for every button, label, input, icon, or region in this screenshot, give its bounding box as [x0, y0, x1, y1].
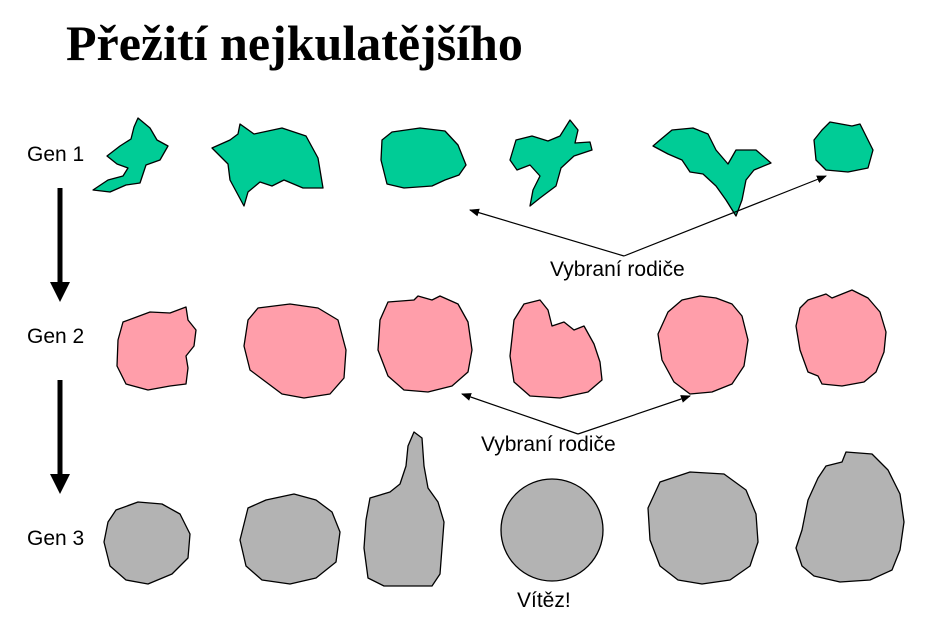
gen-3-label: Gen 3 [27, 527, 85, 550]
gen-1-shape-4 [509, 119, 593, 207]
gen-2-shape-3 [377, 295, 473, 393]
selection-arrow-gen-1-left [469, 208, 625, 257]
gen-1-shapes [92, 117, 874, 217]
gen-2-label: Gen 2 [27, 325, 85, 348]
winner-caption: Vítěz! [517, 589, 571, 612]
gen-2-shape-2 [243, 303, 347, 399]
gen-2-shape-5 [657, 295, 749, 395]
gen-1-shape-1 [92, 117, 169, 193]
gen-3-shapes [103, 431, 905, 587]
slide-title: Přežití nejkulatějšího [66, 15, 523, 71]
selection-arrow-gen-2-left [461, 393, 579, 435]
gen-2-shapes [116, 289, 887, 399]
gen-2-shape-1 [116, 306, 197, 391]
gen-3-shape-5 [647, 471, 759, 585]
gen-1-shape-2 [211, 123, 324, 207]
selection-arrow-gen-2-right [577, 395, 691, 435]
gen-3-shape-winner-circle [500, 478, 604, 582]
gen-2-shape-6 [795, 289, 887, 387]
gen-1-label: Gen 1 [27, 143, 85, 166]
selection-arrow-gen-1-right [623, 175, 827, 257]
selection-arrows [461, 175, 827, 435]
gen-1-shape-6 [813, 121, 874, 173]
gen-3-shape-6 [795, 451, 905, 583]
gen-1-shape-5 [652, 127, 772, 217]
selected-parents-caption-2: Vybraní rodiče [481, 433, 616, 456]
gen-3-shape-2 [239, 493, 341, 585]
gen-3-shape-3 [363, 431, 445, 587]
gen-2-shape-4 [509, 299, 603, 399]
gen-1-shape-3 [380, 127, 467, 189]
gen-3-shape-1 [103, 501, 191, 585]
selected-parents-caption-1: Vybraní rodiče [550, 258, 685, 281]
